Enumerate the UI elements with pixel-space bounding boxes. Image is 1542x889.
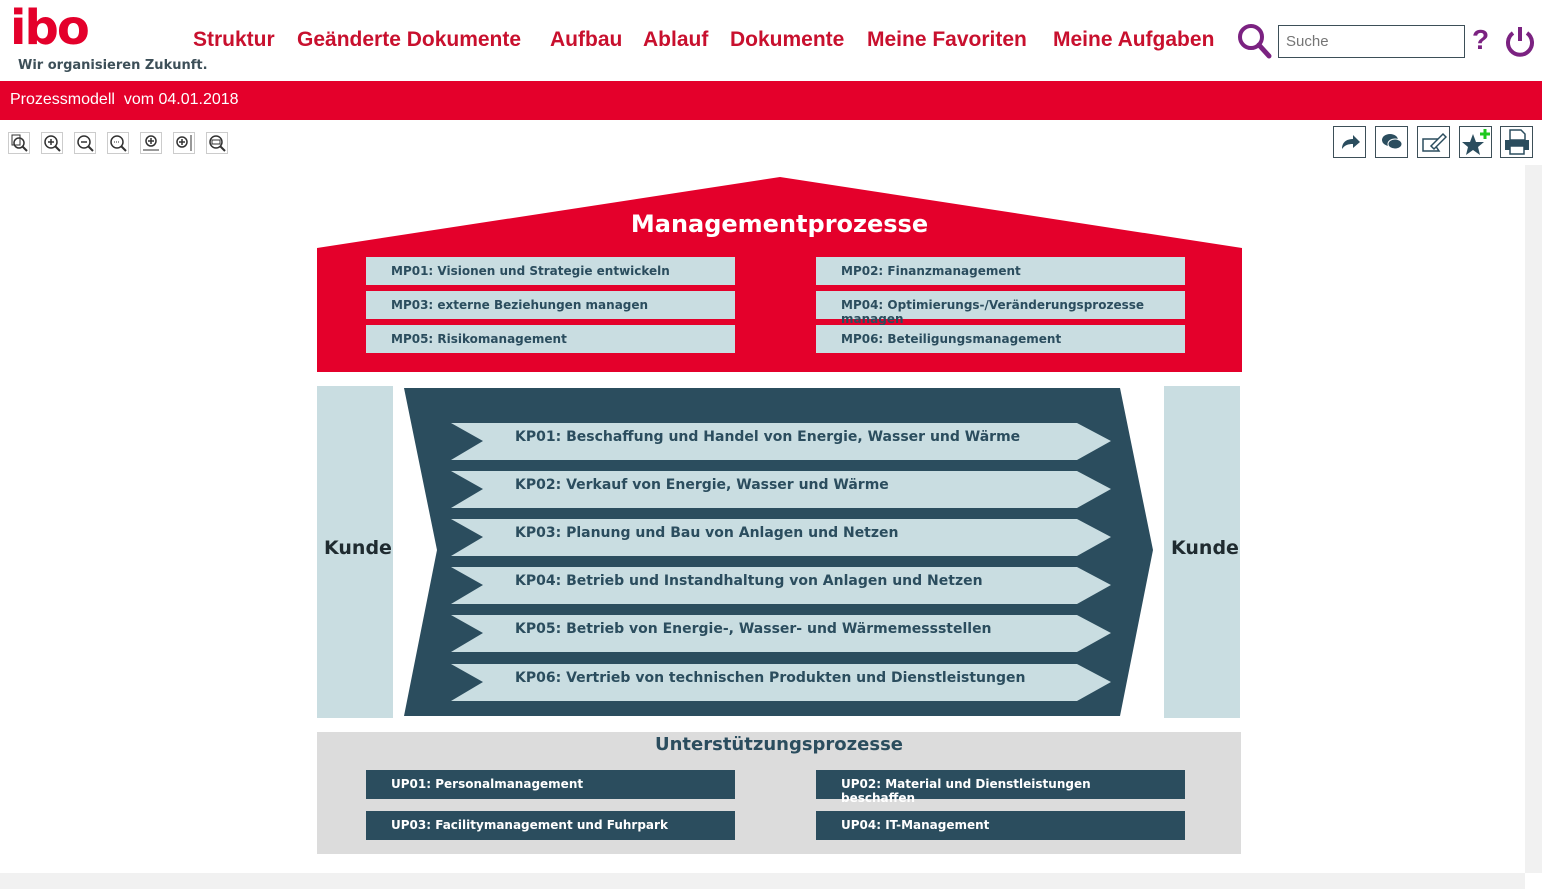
kp-arrow <box>451 471 1111 508</box>
nav-geaenderte-dokumente[interactable]: Geänderte Dokumente <box>297 28 522 51</box>
kp-arrow <box>451 567 1111 604</box>
process-mp01[interactable]: MP01: Visionen und Strategie entwickeln <box>366 257 735 285</box>
management-house <box>317 177 1242 372</box>
page-title: Prozessmodell vom 04.01.2018 <box>0 81 1542 120</box>
kp-arrow <box>451 615 1111 652</box>
nav-dokumente[interactable]: Dokumente <box>730 28 845 51</box>
nav-meine-aufgaben[interactable]: Meine Aufgaben <box>1053 28 1215 51</box>
nav-meine-favoriten[interactable]: Meine Favoriten <box>867 28 1027 51</box>
management-title: Managementprozesse <box>630 210 929 238</box>
process-up01[interactable]: UP01: Personalmanagement <box>366 770 735 799</box>
print-icon <box>1504 129 1529 155</box>
help-icon[interactable]: ? <box>1472 24 1490 55</box>
nav-struktur[interactable]: Struktur <box>193 28 275 51</box>
zoom-in-icon[interactable] <box>41 132 63 154</box>
zoom-width-icon[interactable] <box>140 132 162 154</box>
nav-ablauf[interactable]: Ablauf <box>643 28 709 51</box>
zoom-out-icon[interactable] <box>74 132 96 154</box>
process-kp03[interactable]: KP03: Planung und Bau von Anlagen und Ne… <box>515 525 899 541</box>
process-mp04[interactable]: MP04: Optimierungs-/Veränderungsprozesse… <box>816 291 1185 326</box>
zoom-fit-icon[interactable] <box>206 132 228 154</box>
process-up02[interactable]: UP02: Material und Dienstleistungen besc… <box>816 770 1185 805</box>
star-plus-icon <box>1461 129 1490 155</box>
search-input[interactable] <box>1278 25 1465 58</box>
process-mp03[interactable]: MP03: externe Beziehungen managen <box>366 291 735 319</box>
horizontal-scrollbar[interactable] <box>0 873 1525 889</box>
zoom-page-icon[interactable] <box>8 132 30 154</box>
logo[interactable]: ibo <box>10 0 90 56</box>
edit-icon <box>1421 132 1447 152</box>
support-title: Unterstützungsprozesse <box>654 734 903 755</box>
process-kp02[interactable]: KP02: Verkauf von Energie, Wasser und Wä… <box>515 477 889 493</box>
process-up03[interactable]: UP03: Facilitymanagement und Fuhrpark <box>366 811 735 840</box>
process-kp05[interactable]: KP05: Betrieb von Energie-, Wasser- und … <box>515 621 992 637</box>
power-icon[interactable] <box>1503 24 1537 60</box>
zoom-height-icon[interactable] <box>173 132 195 154</box>
tagline: Wir organisieren Zukunft. <box>18 58 208 73</box>
process-kp01[interactable]: KP01: Beschaffung und Handel von Energie… <box>515 429 1021 445</box>
comments-button[interactable] <box>1375 126 1408 158</box>
kunde-right-label: Kunde <box>1171 537 1239 559</box>
zoom-100-icon[interactable] <box>107 132 129 154</box>
edit-button[interactable] <box>1417 126 1450 158</box>
comments-icon <box>1381 134 1402 150</box>
vertical-scrollbar[interactable] <box>1525 165 1542 873</box>
kunde-right-box <box>1164 386 1240 718</box>
share-button[interactable] <box>1333 126 1366 158</box>
kunde-left-box <box>317 386 393 718</box>
print-button[interactable] <box>1500 126 1533 158</box>
process-up04[interactable]: UP04: IT-Management <box>816 811 1185 840</box>
kp-arrow <box>451 664 1111 701</box>
search-icon[interactable] <box>1236 22 1272 60</box>
process-mp02[interactable]: MP02: Finanzmanagement <box>816 257 1185 285</box>
share-icon <box>1341 135 1360 149</box>
process-kp06[interactable]: KP06: Vertrieb von technischen Produkten… <box>515 670 1026 686</box>
process-kp04[interactable]: KP04: Betrieb und Instandhaltung von Anl… <box>515 573 983 589</box>
kp-arrow <box>451 519 1111 556</box>
process-mp05[interactable]: MP05: Risikomanagement <box>366 325 735 353</box>
kunde-left-label: Kunde <box>324 537 392 559</box>
add-favorite-button[interactable] <box>1459 126 1492 158</box>
nav-aufbau[interactable]: Aufbau <box>550 28 623 51</box>
kp-arrow <box>451 423 1111 460</box>
process-mp06[interactable]: MP06: Beteiligungsmanagement <box>816 325 1185 353</box>
